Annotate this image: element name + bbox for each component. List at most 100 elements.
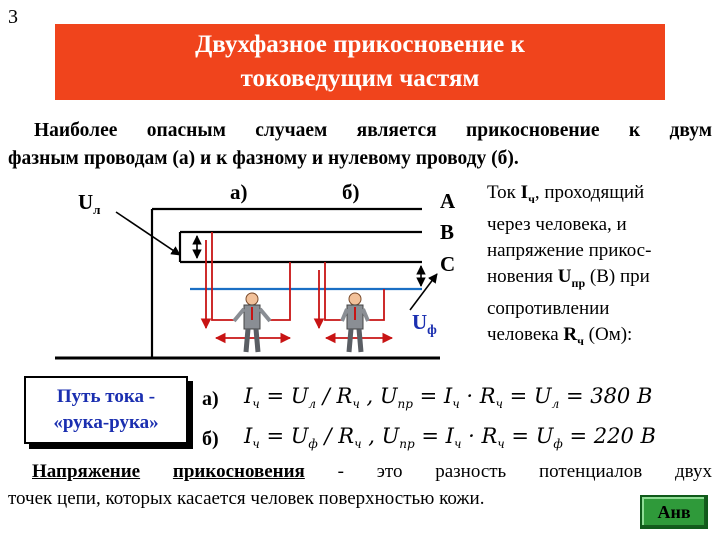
formula-subscript: ч: [354, 437, 362, 452]
formula-b: Iч = Uф / Rч , Uпр = Iч · Rч = Uф = 220 …: [244, 424, 656, 451]
formula-subscript: пр: [399, 437, 415, 452]
side-symbol: U: [557, 265, 572, 287]
formula-operator: /: [317, 424, 339, 448]
side-symbol: I: [520, 182, 529, 203]
formula-subscript: ч: [497, 437, 505, 452]
uf-subscript: ф: [427, 323, 437, 339]
uf-pointer: [409, 273, 438, 311]
path-line-1: Путь тока -: [56, 386, 156, 407]
person-a: [232, 292, 272, 353]
side-subscript: пр: [571, 275, 586, 290]
formula-result: = 380 B: [559, 384, 653, 408]
formula-subscript: ч: [352, 397, 360, 412]
formula-subscript: пр: [397, 397, 413, 412]
side-text-fragment: (В) при: [585, 265, 650, 287]
formula-operator: =: [259, 384, 291, 408]
formula-subscript: л: [308, 397, 317, 412]
definition-term-1: Напряжение: [32, 461, 141, 482]
definition-line-2: точек цепи, которых касается человек пов…: [8, 488, 485, 509]
formula-subscript: ч: [495, 397, 503, 412]
formula-b-tag: б): [202, 428, 219, 450]
formula-result: = 220 B: [562, 424, 656, 448]
touch-wire-a-left: [211, 232, 234, 321]
title-line-2: токоведущим частям: [240, 65, 480, 92]
side-text-fragment: (Ом):: [583, 323, 633, 345]
person-b: [340, 292, 370, 353]
uf-label: Uф: [412, 310, 437, 339]
formula-symbol: U: [379, 384, 398, 408]
formula-symbol: R: [336, 384, 353, 408]
formula-operator: /: [316, 384, 337, 408]
formula-operator: =: [504, 424, 536, 448]
formula-operator: =: [259, 424, 291, 448]
formula-subscript: ф: [553, 437, 563, 452]
side-line-4: новения Uпр (В) при: [487, 264, 717, 296]
side-text-fragment: человека: [487, 323, 564, 345]
phase-c-label: C: [440, 252, 456, 276]
formula-operator: ,: [361, 424, 382, 448]
formula-symbol: I: [445, 424, 454, 448]
formula-operator: =: [412, 384, 444, 408]
side-line-6: человека Rч (Ом):: [487, 322, 717, 354]
formula-subscript: ч: [453, 437, 462, 452]
definition-paragraph: Напряжение прикосновения - это разность …: [8, 458, 712, 512]
current-path-box: Путь тока - «рука-рука»: [24, 376, 188, 444]
phase-b-label: B: [440, 220, 455, 244]
side-line-2: через человека, и: [487, 213, 627, 235]
formula-symbol: I: [244, 424, 253, 448]
slide-number: 3: [8, 6, 18, 28]
definition-term-2: прикосновения: [172, 461, 305, 482]
intro-line-1: Наиболее опасным случаем является прикос…: [34, 120, 712, 141]
ul-subscript: л: [93, 202, 101, 218]
path-line-2: «рука-рука»: [53, 412, 159, 433]
slide-title: Двухфазное прикосновение к токоведущим ч…: [55, 24, 665, 100]
side-subscript: ч: [577, 333, 584, 348]
side-line-3: напряжение прикос-: [487, 239, 652, 261]
side-text-fragment: Ток: [487, 182, 521, 203]
side-line-5: сопротивлении: [487, 297, 610, 319]
anv-nav-button[interactable]: Анв: [640, 495, 708, 529]
formula-symbol: R: [479, 384, 496, 408]
formula-a-tag: а): [202, 388, 219, 410]
ul-symbol: U: [78, 190, 94, 214]
formula-symbol: I: [244, 384, 253, 408]
side-line-1: Ток Iч, проходящий: [487, 180, 717, 212]
formula-symbol: I: [443, 384, 453, 408]
uf-symbol: U: [412, 310, 428, 334]
formula-a: Iч = Uл / Rч , Uпр = Iч · Rч = Uл = 380 …: [244, 384, 652, 411]
side-text-fragment: новения: [487, 265, 558, 287]
formula-subscript: ф: [308, 437, 318, 452]
side-text-fragment: , проходящий: [534, 182, 645, 203]
formula-subscript: ч: [252, 397, 260, 412]
touch-wire-a-right: [270, 262, 291, 321]
definition-line-1: Напряжение прикосновения - это разность …: [8, 458, 712, 485]
touch-wire-b-left: [324, 262, 342, 321]
intro-paragraph: Наиболее опасным случаем является прикос…: [8, 117, 712, 173]
formula-symbol: U: [290, 384, 309, 408]
formula-operator: =: [502, 384, 534, 408]
formula-symbol: U: [533, 384, 552, 408]
formula-symbol: R: [338, 424, 355, 448]
ul-label: Uл: [78, 190, 100, 218]
formula-operator: ·: [461, 424, 482, 448]
formula-symbol: U: [290, 424, 309, 448]
title-line-1: Двухфазное прикосновение к: [195, 31, 525, 58]
intro-line-2: фазным проводам (а) и к фазному и нулево…: [8, 148, 519, 169]
formula-operator: ·: [459, 384, 480, 408]
formula-subscript: л: [551, 397, 560, 412]
formula-subscript: ч: [452, 397, 460, 412]
case-b-label: б): [342, 180, 360, 204]
formula-operator: =: [414, 424, 446, 448]
formula-symbol: U: [381, 424, 400, 448]
formula-operator: ,: [359, 384, 380, 408]
formula-symbol: U: [535, 424, 554, 448]
case-a-label: а): [230, 180, 248, 204]
side-description: Ток Iч, проходящий через человека, и нап…: [487, 180, 717, 353]
side-subscript: ч: [528, 191, 535, 206]
side-symbol: R: [563, 323, 578, 345]
formula-symbol: R: [481, 424, 498, 448]
touch-wire-b-right: [368, 289, 385, 321]
formula-subscript: ч: [252, 437, 260, 452]
phase-a-label: A: [440, 189, 456, 213]
